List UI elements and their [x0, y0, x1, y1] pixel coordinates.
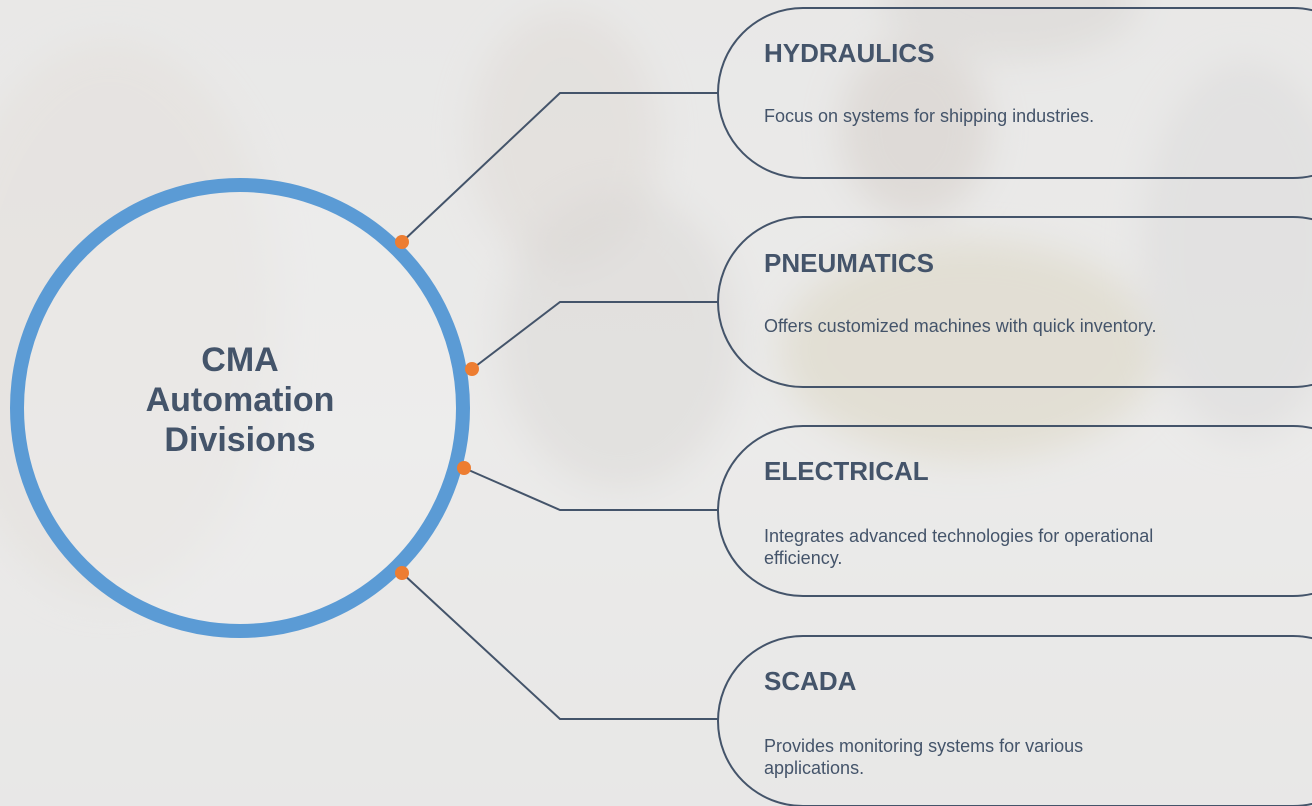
- item-title-pneumatics: PNEUMATICS: [764, 248, 934, 278]
- connector-line-hydraulics: [401, 92, 718, 243]
- item-title-electrical: ELECTRICAL: [764, 456, 929, 486]
- item-title-hydraulics: HYDRAULICS: [764, 38, 935, 68]
- connector-dot-hydraulics: [395, 235, 409, 249]
- box-electrical: [717, 425, 1312, 597]
- connector-line-electrical: [463, 467, 718, 511]
- connector-line-pneumatics: [471, 301, 718, 370]
- center-circle: [10, 178, 470, 638]
- connector-dot-pneumatics: [465, 362, 479, 376]
- item-description-hydraulics: Focus on systems for shipping industries…: [764, 106, 1095, 126]
- box-hydraulics: [717, 7, 1312, 179]
- item-description-electrical: Integrates advanced technologies for ope…: [764, 526, 1154, 568]
- connector-line-scada: [401, 572, 718, 720]
- item-description-pneumatics: Offers customized machines with quick in…: [764, 316, 1157, 336]
- connector-dot-scada: [395, 566, 409, 580]
- box-scada: [717, 635, 1312, 806]
- connector-dot-electrical: [457, 461, 471, 475]
- center-title: CMA Automation Divisions: [145, 341, 335, 459]
- item-title-scada: SCADA: [764, 666, 857, 696]
- box-pneumatics: [717, 216, 1312, 388]
- item-description-scada: Provides monitoring systems for various …: [764, 736, 1084, 778]
